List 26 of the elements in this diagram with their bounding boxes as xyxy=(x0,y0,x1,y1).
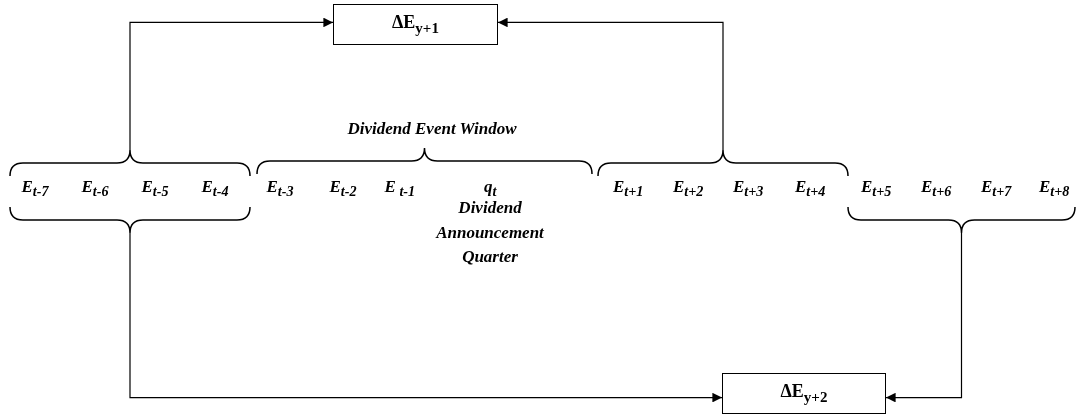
earnings-label: E$_{t+7}$ xyxy=(981,176,1012,202)
earnings-label: E $_{t-1}$ xyxy=(384,176,416,202)
earnings-label: E$_{t+1}$ xyxy=(613,176,644,202)
arrow xyxy=(497,17,724,151)
earnings-label: E$_{t-6}$ xyxy=(81,176,109,202)
curly-brace xyxy=(597,149,849,177)
earnings-label: E$_{t-7}$ xyxy=(21,176,49,202)
curly-brace xyxy=(9,149,251,177)
earnings-label: E$_{t+8}$ xyxy=(1039,176,1070,202)
earnings-label: E$_{t+5}$ xyxy=(861,176,892,202)
earnings-label: E$_{t+3}$ xyxy=(733,176,764,202)
earnings-label: E$_{t-4}$ xyxy=(201,176,229,202)
earnings-label: E$_{t+4}$ xyxy=(795,176,826,202)
curly-brace xyxy=(847,206,1076,234)
arrow xyxy=(885,232,963,403)
arrow xyxy=(129,17,334,151)
window-label: Dividend Event Window xyxy=(347,118,517,140)
earnings-label: E$_{t+2}$ xyxy=(673,176,704,202)
earnings-label: E$_{t-2}$ xyxy=(329,176,357,202)
earnings-label: E$_{t+6}$ xyxy=(921,176,952,202)
text-box: ΔE$_{y+2}$ xyxy=(722,373,886,414)
arrow xyxy=(129,232,723,403)
text-box: ΔE$_{y+1}$ xyxy=(333,4,498,45)
earnings-label: E$_{t-3}$ xyxy=(266,176,294,202)
earnings-label: E$_{t-5}$ xyxy=(141,176,169,202)
curly-brace xyxy=(9,206,251,234)
